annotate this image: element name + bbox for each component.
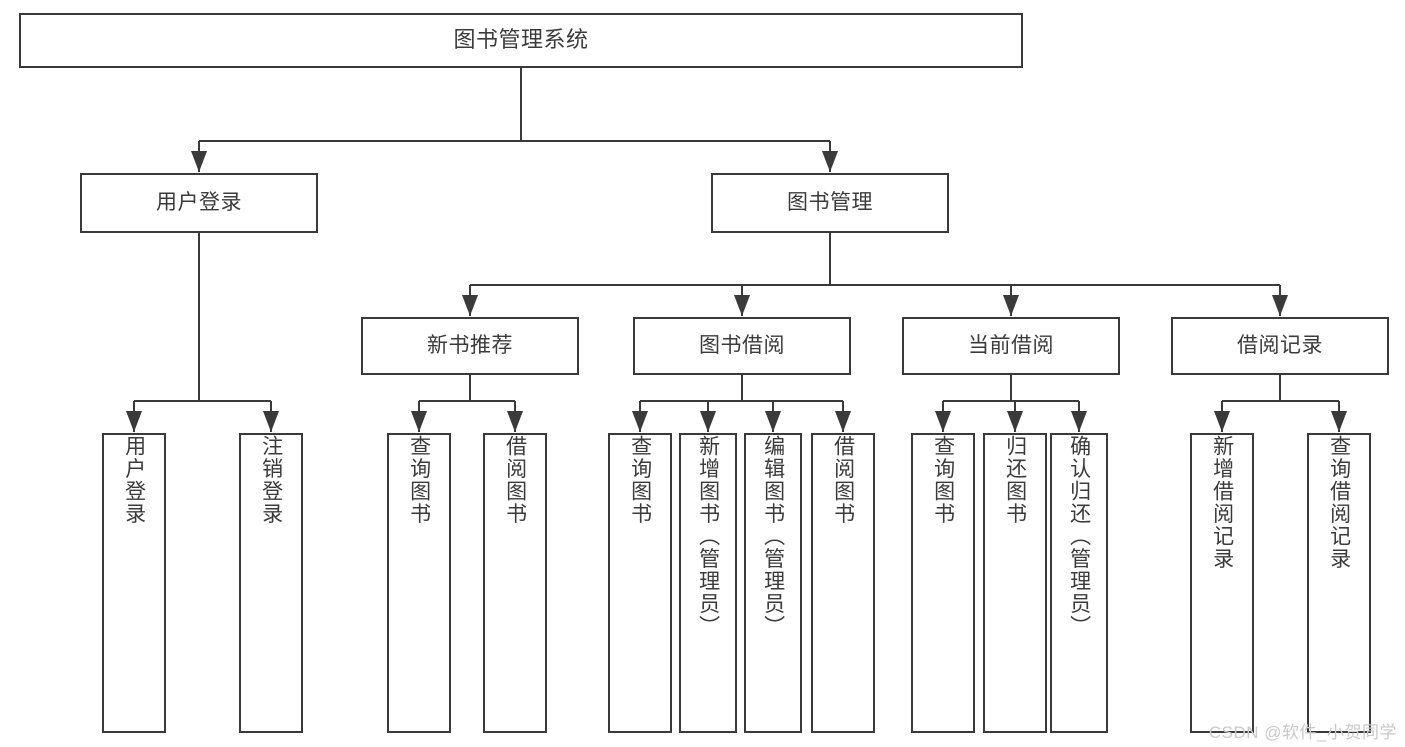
node-label: 新增借阅记录 (1210, 435, 1234, 570)
arrow-head-icon (632, 411, 648, 432)
node-label: 查询图书 (931, 435, 955, 525)
node-borrow-record[interactable]: 借阅记录 (1171, 317, 1389, 375)
arrow-head-icon (1331, 411, 1347, 432)
watermark: CSDN @软件_小贺同学 (1208, 723, 1397, 742)
node-label: 图书管理系统 (453, 27, 589, 53)
arrow-head-icon (822, 151, 838, 172)
node-leaf-query-book-2[interactable]: 查询图书 (608, 433, 672, 733)
node-leaf-edit-book[interactable]: 编辑图书（管理员） (744, 433, 802, 733)
node-leaf-user-logout[interactable]: 注销登录 (239, 433, 303, 733)
node-label: 借阅图书 (503, 435, 527, 525)
arrow-head-icon (765, 411, 781, 432)
node-label: 新增图书（管理员） (696, 435, 720, 638)
arrow-head-icon (935, 411, 951, 432)
node-book-manage[interactable]: 图书管理 (711, 173, 949, 233)
node-label: 图书管理 (787, 191, 873, 215)
arrow-head-icon (411, 411, 427, 432)
node-leaf-confirm-return[interactable]: 确认归还（管理员） (1050, 433, 1108, 733)
node-leaf-borrow-book-1[interactable]: 借阅图书 (483, 433, 547, 733)
node-label: 新书推荐 (427, 334, 513, 358)
node-leaf-return-book[interactable]: 归还图书 (983, 433, 1047, 733)
arrow-head-icon (263, 411, 279, 432)
node-leaf-user-login[interactable]: 用户登录 (102, 433, 166, 733)
arrow-head-icon (507, 411, 523, 432)
node-leaf-query-book-3[interactable]: 查询图书 (911, 433, 975, 733)
node-current-borrow[interactable]: 当前借阅 (902, 317, 1120, 375)
node-new-book-rec[interactable]: 新书推荐 (361, 317, 579, 375)
node-leaf-add-record[interactable]: 新增借阅记录 (1190, 433, 1254, 733)
node-label: 归还图书 (1003, 435, 1027, 525)
node-label: 注销登录 (259, 435, 283, 525)
node-label: 用户登录 (122, 435, 146, 525)
arrow-head-icon (1007, 411, 1023, 432)
node-book-borrow[interactable]: 图书借阅 (633, 317, 851, 375)
node-label: 查询图书 (407, 435, 431, 525)
node-label: 确认归还（管理员） (1067, 435, 1091, 638)
node-label: 借阅记录 (1237, 334, 1323, 358)
node-label: 当前借阅 (968, 334, 1054, 358)
arrow-head-icon (835, 411, 851, 432)
node-leaf-query-record[interactable]: 查询借阅记录 (1307, 433, 1371, 733)
arrow-head-icon (1272, 295, 1288, 316)
arrow-head-icon (700, 411, 716, 432)
arrow-head-icon (1003, 295, 1019, 316)
node-label: 图书借阅 (699, 334, 785, 358)
arrow-head-icon (734, 295, 750, 316)
node-label: 查询图书 (628, 435, 652, 525)
arrow-head-icon (1071, 411, 1087, 432)
node-root[interactable]: 图书管理系统 (19, 13, 1023, 68)
node-leaf-borrow-book-2[interactable]: 借阅图书 (811, 433, 875, 733)
node-label: 编辑图书（管理员） (761, 435, 785, 638)
node-label: 查询借阅记录 (1327, 435, 1351, 570)
node-label: 借阅图书 (831, 435, 855, 525)
arrow-head-icon (1214, 411, 1230, 432)
node-label: 用户登录 (156, 191, 242, 215)
arrow-head-icon (462, 295, 478, 316)
node-user-login[interactable]: 用户登录 (80, 173, 318, 233)
arrow-head-icon (126, 411, 142, 432)
node-leaf-add-book[interactable]: 新增图书（管理员） (679, 433, 737, 733)
node-leaf-query-book-1[interactable]: 查询图书 (387, 433, 451, 733)
arrow-head-icon (191, 151, 207, 172)
